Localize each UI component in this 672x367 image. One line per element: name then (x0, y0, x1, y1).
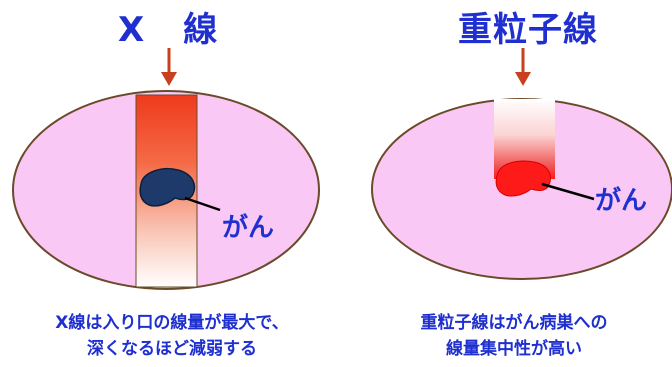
xray-caption-line1: X線は入り口の線量が最大で、 (55, 313, 289, 333)
heavy-ion-caption-line1: 重粒子線はがん病巣への (420, 313, 608, 333)
heavy-ion-caption: 重粒子線はがん病巣への 線量集中性が高い (356, 310, 672, 362)
tumor-shape (139, 168, 196, 207)
xray-caption-line2: 深くなるほど減弱する (87, 339, 257, 359)
tumor-shape (495, 160, 551, 197)
down-arrow-icon (515, 48, 531, 86)
xray-panel (12, 48, 320, 290)
tumor-label-right: がん (595, 186, 648, 216)
xray-title-rest: 線 (183, 10, 219, 50)
xray-title-x: X (118, 10, 146, 50)
heavy-ion-panel (371, 48, 672, 280)
heavy-ion-caption-line2: 線量集中性が高い (446, 339, 582, 359)
xray-caption: X線は入り口の線量が最大で、 深くなるほど減弱する (0, 310, 344, 362)
heavy-ion-title: 重粒子線 (458, 10, 598, 50)
tumor-pointer-line (184, 196, 221, 212)
down-arrow-icon (161, 48, 177, 86)
tumor-label-left: がん (222, 213, 275, 243)
tumor-pointer-line (541, 182, 595, 201)
